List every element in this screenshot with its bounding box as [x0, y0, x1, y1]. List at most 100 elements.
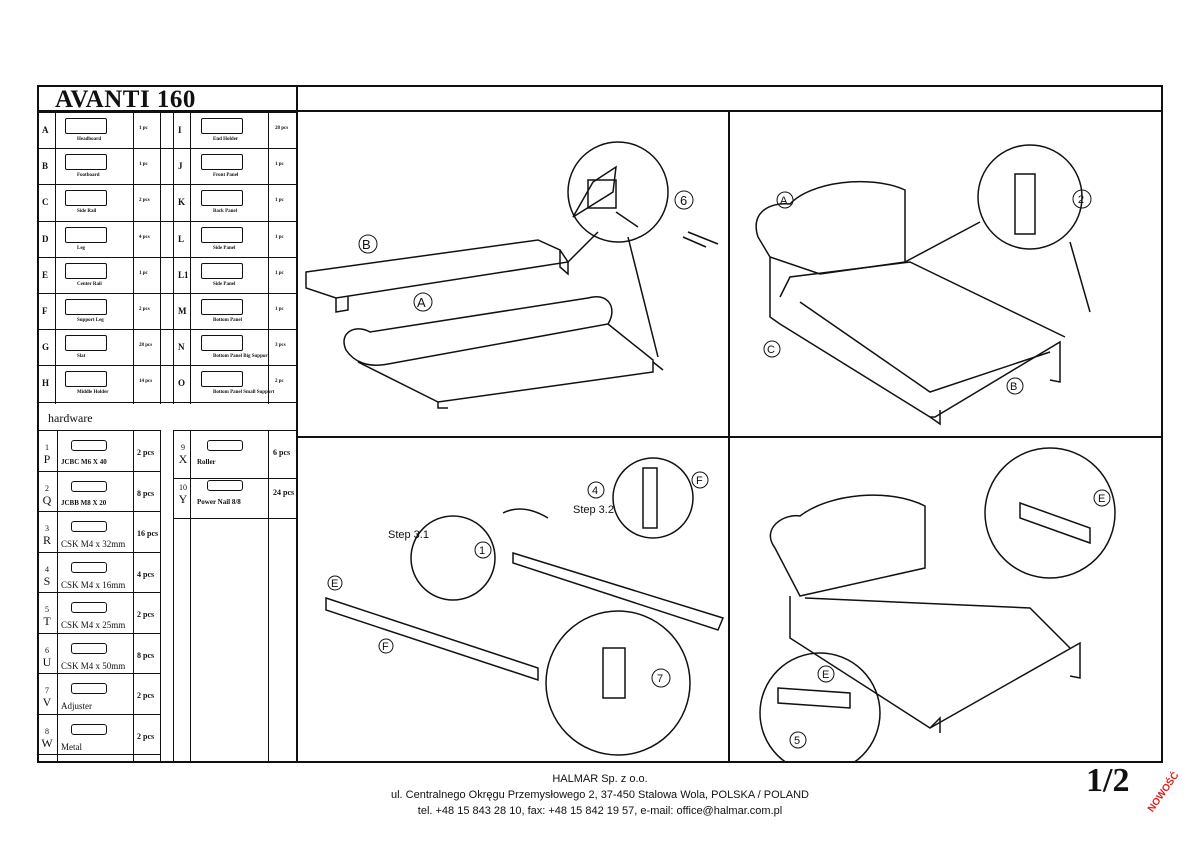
callout-4: 4: [592, 485, 598, 497]
hardware-name: JCBB M8 X 20: [61, 499, 107, 507]
hardware-sub-line: [37, 430, 161, 431]
hardware-row-line: [37, 714, 161, 715]
part-qty: 4 pcs: [139, 235, 150, 240]
part-name: Support Leg: [77, 318, 104, 323]
part-name: Front Panel: [213, 173, 239, 178]
part-letter: N: [178, 342, 185, 352]
hardware-row-line: [37, 592, 161, 593]
hardware-letter: X: [178, 452, 188, 466]
hardware-qty: 6 pcs: [273, 448, 291, 457]
footboard-icon: [65, 154, 107, 170]
hardware-letter: U: [42, 655, 52, 669]
callout-f-2: F: [696, 475, 703, 487]
new-badge: NOWOŚĆ: [1146, 770, 1182, 815]
callout-e-2: E: [1098, 493, 1105, 505]
hardware-row-line: [37, 511, 161, 512]
part-letter: E: [42, 270, 49, 280]
callout-e-3: E: [822, 669, 829, 681]
parts-row-line: [37, 184, 296, 185]
leg-icon: [65, 227, 107, 243]
part-qty: 2 pc: [275, 379, 284, 384]
parts-row-line: [37, 257, 296, 258]
hardware-number: 10: [179, 483, 187, 492]
footer-address: ul. Centralnego Okręgu Przemysłowego 2, …: [390, 789, 809, 801]
callout-f: F: [382, 641, 389, 653]
part-letter: L: [178, 234, 185, 244]
adjuster-icon: [71, 683, 107, 694]
hardware-col-line: [160, 430, 161, 763]
parts-col-line: [173, 112, 174, 404]
front-panel-icon: [201, 154, 243, 170]
big-support-icon: [201, 335, 243, 351]
hardware-name: Roller: [197, 458, 216, 466]
part-letter: B: [42, 161, 49, 171]
instruction-frame: [37, 85, 1163, 763]
hardware-qty: 16 pcs: [137, 529, 159, 538]
side-panel-icon: [201, 263, 243, 279]
hardware-name: Metal: [61, 742, 82, 752]
center-rail-icon: [65, 263, 107, 279]
hardware-letter: Q: [42, 493, 52, 507]
step1-diagram: B A 6: [305, 141, 719, 409]
bottom-panel-icon: [201, 299, 243, 315]
metal-icon: [71, 724, 107, 735]
part-name: End Holder: [213, 137, 239, 142]
part-name: Slat: [77, 354, 86, 359]
part-qty: 14 pcs: [139, 379, 153, 384]
part-name: Side Panel: [213, 246, 236, 251]
part-letter: C: [42, 197, 49, 207]
part-letter: O: [178, 378, 186, 388]
end-holder-icon: [201, 118, 243, 134]
hardware-qty: 2 pcs: [137, 691, 155, 700]
parts-row-line: [37, 329, 296, 330]
slat-icon: [65, 335, 107, 351]
footer-contact: tel. +48 15 843 28 10, fax: +48 15 842 1…: [417, 805, 783, 817]
callout-b: B: [362, 237, 371, 252]
callout-2: 2: [1078, 194, 1084, 206]
hardware-name: CSK M4 x 32mm: [61, 539, 126, 549]
part-letter: G: [42, 342, 50, 352]
part-qty: 1 pc: [275, 235, 284, 240]
hardware-name: CSK M4 x 16mm: [61, 580, 126, 590]
part-letter: D: [42, 234, 49, 244]
hardware-top-line: [37, 402, 296, 403]
part-qty: 1 pc: [275, 307, 284, 312]
middle-holder-icon: [65, 371, 107, 387]
hardware-row-line: [37, 471, 161, 472]
parts-row-line: [37, 293, 296, 294]
hardware-row-line: [37, 754, 161, 755]
part-name: Footboard: [77, 173, 100, 178]
parts-row-line: [37, 148, 296, 149]
step2-diagram: A C B 2: [755, 144, 1092, 426]
part-name: Leg: [77, 246, 86, 251]
parts-col-line: [190, 112, 191, 404]
callout-c: C: [767, 344, 775, 356]
hardware-name: CSK M4 x 50mm: [61, 661, 126, 671]
part-letter: J: [178, 161, 183, 171]
hardware-number: 1: [45, 443, 49, 452]
part-name: Bottom Panel Small Support: [213, 390, 275, 395]
nail-icon: [207, 480, 243, 491]
part-name: Middle Holder: [77, 390, 109, 395]
hardware-col-line: [57, 430, 58, 763]
hardware-qty: 4 pcs: [137, 570, 155, 579]
part-qty: 1 pc: [139, 126, 148, 131]
hardware-letter: P: [43, 452, 51, 466]
hardware-letter: W: [41, 736, 53, 750]
part-qty: 1 pc: [139, 271, 148, 276]
hardware-sub-line-r: [173, 430, 296, 431]
hardware-number: 9: [181, 443, 185, 452]
parts-col-line: [55, 112, 56, 404]
parts-col-line: [268, 112, 269, 404]
hardware-col-line: [133, 430, 134, 763]
part-name: Center Rail: [77, 282, 102, 287]
step4-diagram: E E 5: [759, 447, 1116, 763]
hardware-number: 2: [45, 484, 49, 493]
bolt-icon: [71, 481, 107, 492]
hardware-qty: 8 pcs: [137, 489, 155, 498]
hardware-number: 8: [45, 727, 49, 736]
parts-row-line: [37, 365, 296, 366]
parts-divider: [296, 85, 298, 763]
screw-icon: [71, 521, 107, 532]
step3-diagram: Step 3.1 Step 3.2 E F 1 4 F 7: [325, 457, 725, 756]
